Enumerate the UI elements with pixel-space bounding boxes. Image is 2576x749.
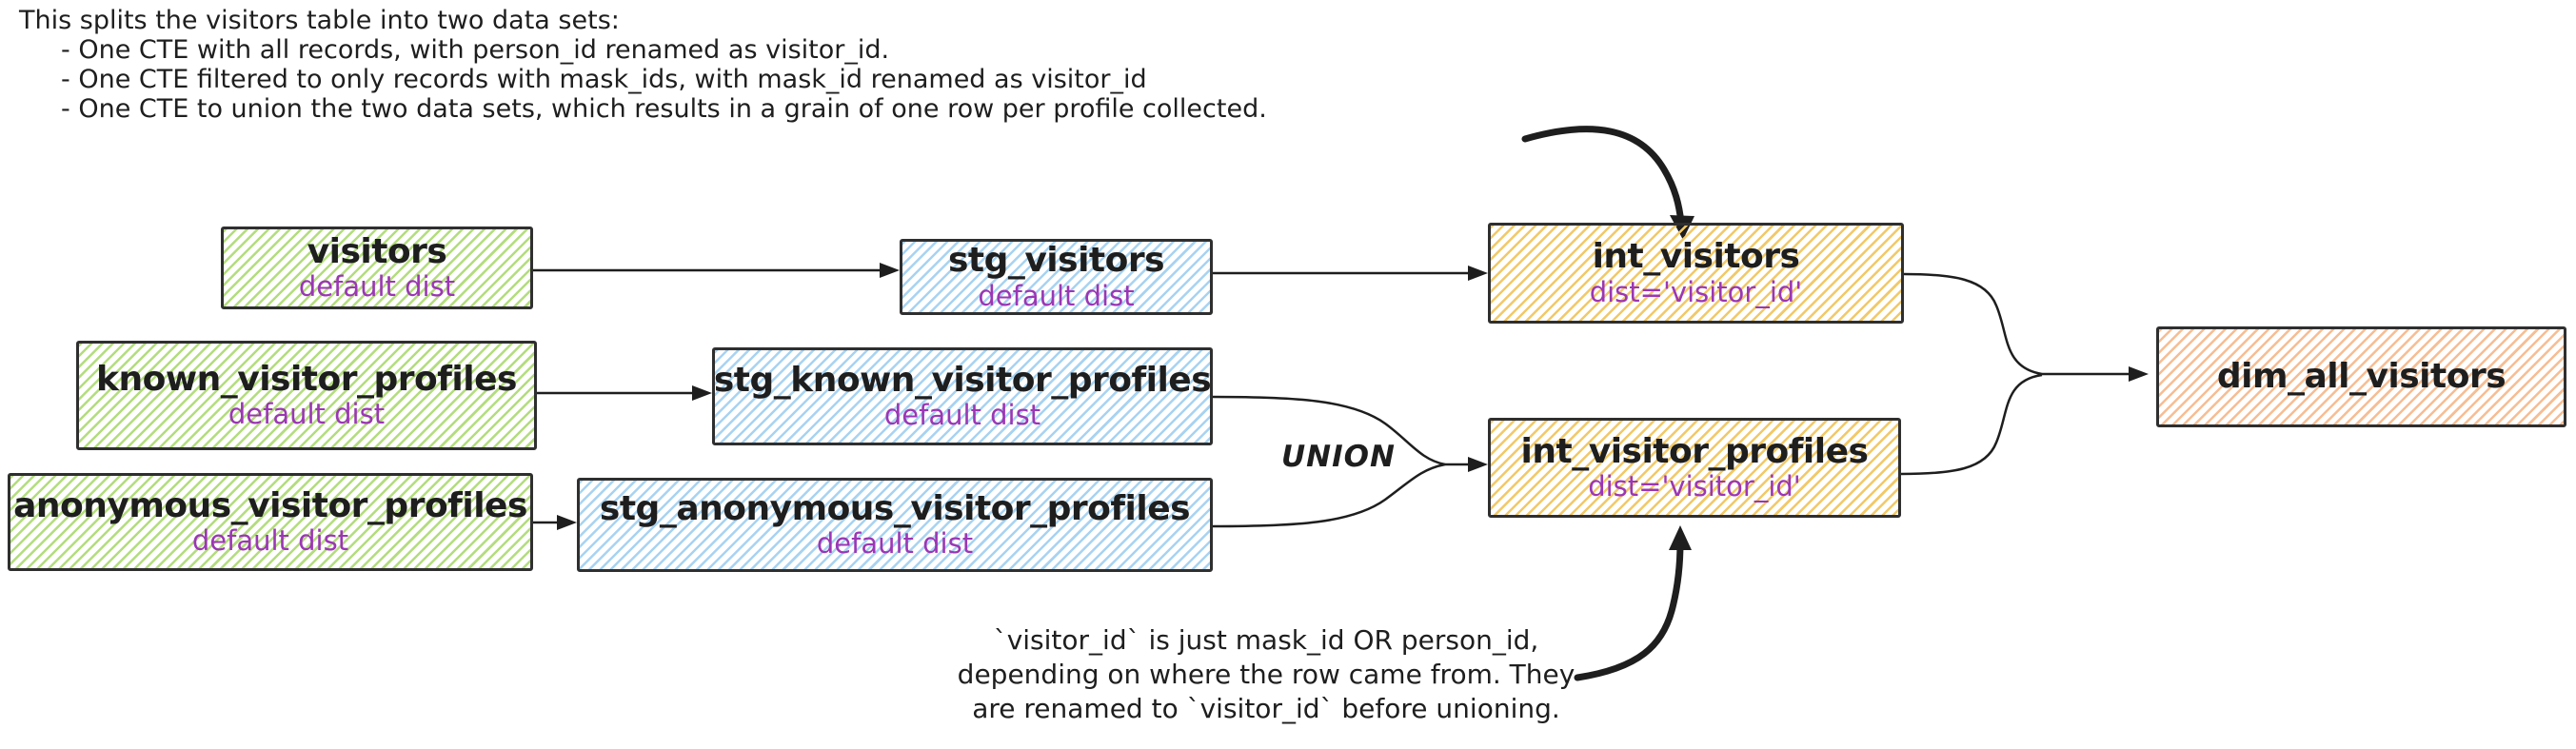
node-subtitle: dist='visitor_id'	[1588, 470, 1801, 503]
node-title: dim_all_visitors	[2216, 357, 2507, 397]
node-int-visitors[interactable]: int_visitors dist='visitor_id'	[1488, 223, 1904, 324]
node-subtitle: default dist	[816, 527, 974, 561]
node-subtitle: default dist	[883, 399, 1041, 432]
bottom-annotation-line: `visitor_id` is just mask_id OR person_i…	[993, 624, 1539, 656]
edge-stg-known-to-union	[1212, 395, 1446, 466]
arrowhead-icon	[692, 385, 712, 401]
node-title: int_visitor_profiles	[1520, 431, 1869, 471]
node-title: int_visitors	[1592, 237, 1800, 277]
node-stg-visitors[interactable]: stg_visitors default dist	[900, 239, 1213, 315]
top-annotation-intro: This splits the visitors table into two …	[19, 6, 620, 35]
node-visitors[interactable]: visitors default dist	[221, 227, 533, 309]
node-subtitle: default dist	[191, 524, 349, 558]
union-label[interactable]: UNION	[1281, 440, 1396, 474]
node-known-visitor-profiles[interactable]: known_visitor_profiles default dist	[76, 341, 537, 450]
arrowhead-icon	[1468, 266, 1488, 281]
node-title: visitors	[307, 231, 447, 271]
node-title: known_visitor_profiles	[96, 359, 517, 399]
arrowhead-icon	[2129, 366, 2149, 382]
node-title: stg_visitors	[947, 241, 1165, 281]
arrowhead-icon	[557, 515, 577, 530]
bottom-annotation[interactable]: `visitor_id` is just mask_id OR person_i…	[938, 623, 1595, 726]
node-stg-anonymous-visitor-profiles[interactable]: stg_anonymous_visitor_profiles default d…	[577, 478, 1213, 572]
node-anonymous-visitor-profiles[interactable]: anonymous_visitor_profiles default dist	[8, 473, 533, 571]
node-dim-all-visitors[interactable]: dim_all_visitors	[2156, 326, 2566, 427]
node-subtitle: default dist	[298, 270, 456, 304]
node-title: anonymous_visitor_profiles	[13, 485, 527, 525]
arrowhead-icon	[1468, 457, 1488, 472]
node-subtitle: default dist	[228, 398, 386, 431]
node-title: stg_anonymous_visitor_profiles	[599, 488, 1191, 528]
top-annotation-bullet: - One CTE with all records, with person_…	[61, 35, 890, 65]
node-int-visitor-profiles[interactable]: int_visitor_profiles dist='visitor_id'	[1488, 418, 1901, 518]
top-annotation-bullet: - One CTE filtered to only records with …	[61, 65, 1147, 94]
node-stg-known-visitor-profiles[interactable]: stg_known_visitor_profiles default dist	[712, 347, 1213, 445]
node-subtitle: dist='visitor_id'	[1589, 275, 1803, 308]
bottom-annotation-line: are renamed to `visitor_id` before union…	[972, 693, 1560, 724]
top-note-arrow	[1521, 126, 1685, 227]
node-title: stg_known_visitor_profiles	[713, 360, 1212, 400]
edge-int-visitors-to-merge	[1903, 272, 2043, 376]
bottom-annotation-line: depending on where the row came from. Th…	[957, 659, 1575, 690]
arrowhead-icon	[1669, 525, 1692, 550]
edge-int-visitor-profiles-to-merge	[1900, 373, 2043, 476]
arrowhead-icon	[880, 263, 900, 278]
node-subtitle: default dist	[978, 279, 1135, 312]
edge-stg-anonymous-to-union	[1212, 463, 1446, 528]
bottom-note-arrow	[1574, 539, 1684, 681]
top-annotation-bullet: - One CTE to union the two data sets, wh…	[61, 94, 1267, 124]
top-annotation[interactable]: This splits the visitors table into two …	[19, 6, 1267, 124]
